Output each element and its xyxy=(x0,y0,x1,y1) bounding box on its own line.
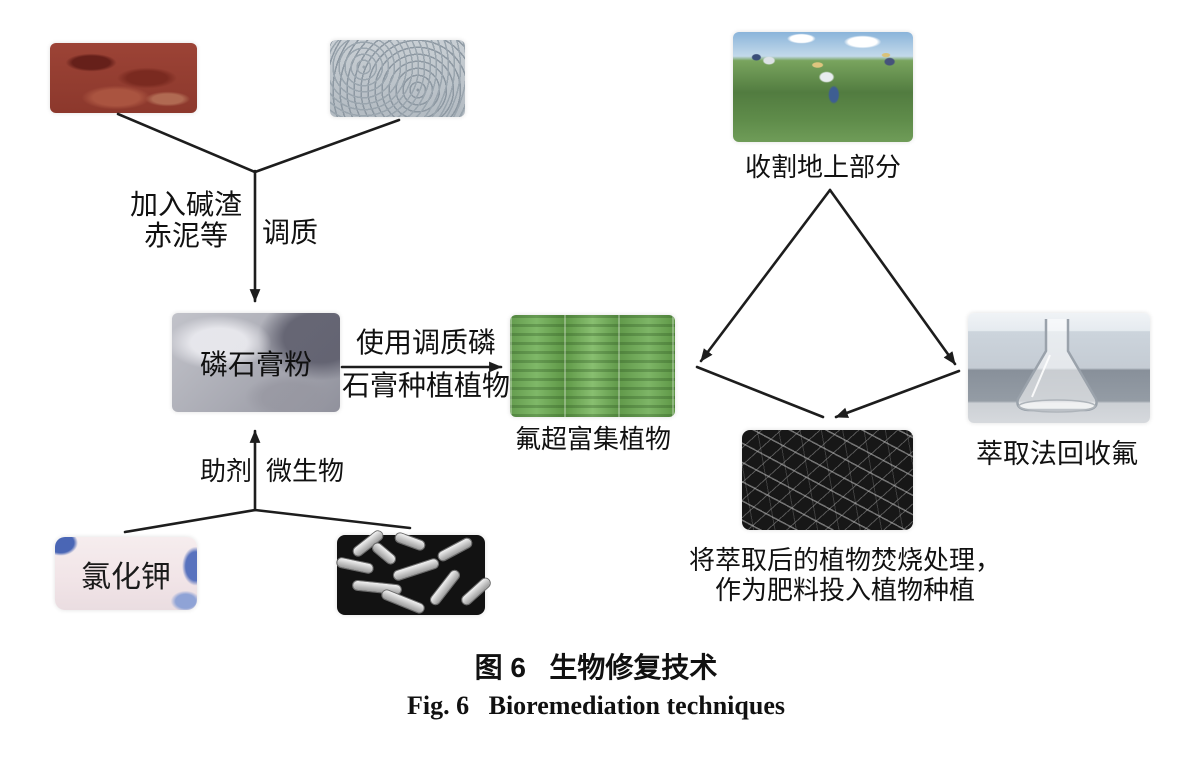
microbe-label: 微生物 xyxy=(266,457,345,486)
additive-label-line2: 赤泥等 xyxy=(143,221,228,252)
potassium-chloride-photo: 氯化钾 xyxy=(55,537,197,610)
figure-caption-en: Fig. 6 Bioremediation techniques xyxy=(407,691,785,720)
kcl-label: 氯化钾 xyxy=(81,560,171,594)
phosphogypsum-label: 磷石膏粉 xyxy=(199,349,312,381)
phosphogypsum-photo: 磷石膏粉 xyxy=(172,313,340,412)
burnt-residue-photo xyxy=(742,430,913,530)
additive-label-line1: 加入碱渣 xyxy=(129,190,242,221)
arrow-flask-to-burnt xyxy=(834,369,961,419)
erlenmeyer-flask-icon xyxy=(1016,319,1098,413)
field-harvest-photo xyxy=(733,32,913,142)
conditioning-label: 调质 xyxy=(262,218,319,249)
line-plants-to-burnt xyxy=(695,365,825,419)
line-alkali-to-junction xyxy=(253,118,401,174)
planting-arrow-label-line2: 石膏种植植物 xyxy=(341,371,510,402)
burn-label-line2: 作为肥料投入植物种植 xyxy=(714,576,975,605)
hyperaccumulator-plants-photo xyxy=(510,315,675,417)
microorganisms-photo xyxy=(336,529,492,615)
planting-arrow-label-line1: 使用调质磷 xyxy=(355,328,496,359)
red-mud-photo xyxy=(50,43,197,113)
line-kcl-to-junction xyxy=(123,508,257,534)
figure-caption-zh: 图 6 生物修复技术 xyxy=(474,652,718,683)
line-bacteria-to-junction xyxy=(253,508,412,530)
harvest-label: 收割地上部分 xyxy=(744,153,901,182)
plants-label: 氟超富集植物 xyxy=(514,425,671,454)
auxiliary-label: 助剂 xyxy=(199,457,252,486)
arrow-harvest-to-flask xyxy=(828,188,957,366)
arrow-harvest-to-plants xyxy=(699,188,832,363)
line-redmud-to-junction xyxy=(116,112,257,174)
burn-label: 将萃取后的植物焚烧处理， 作为肥料投入植物种植 xyxy=(655,546,1035,606)
additive-label: 加入碱渣 赤泥等 xyxy=(112,190,260,252)
alkali-residue-photo xyxy=(330,40,465,117)
extraction-label: 萃取法回收氟 xyxy=(976,439,1138,469)
extraction-flask-photo xyxy=(968,313,1150,423)
burn-label-line1: 将萃取后的植物焚烧处理， xyxy=(688,546,1001,575)
